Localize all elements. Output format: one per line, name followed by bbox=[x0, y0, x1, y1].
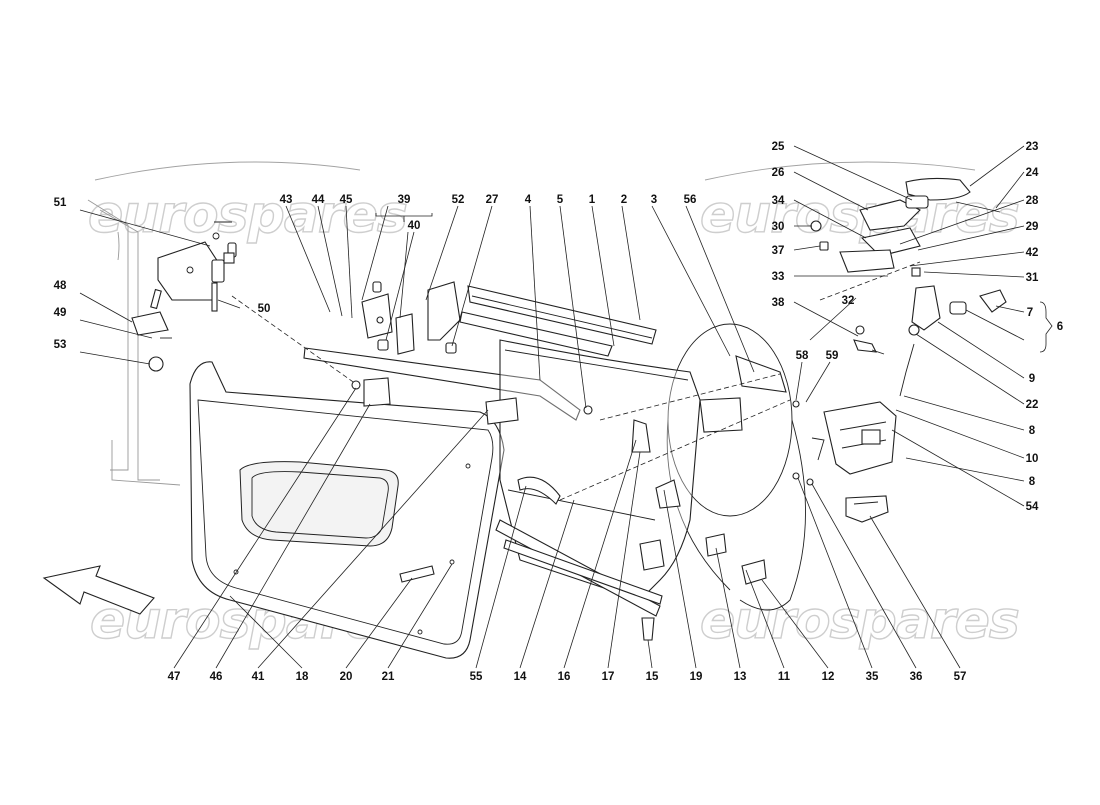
callout-9: 9 bbox=[1029, 373, 1035, 385]
callout-50: 50 bbox=[258, 303, 271, 315]
check-strap bbox=[361, 281, 461, 355]
callout-47: 47 bbox=[168, 671, 181, 683]
door-striker bbox=[845, 495, 889, 523]
callout-19: 19 bbox=[690, 671, 703, 683]
callout-39: 39 bbox=[398, 194, 411, 206]
callout-labels: 51 43 44 45 39 40 52 27 4 5 1 2 3 56 25 … bbox=[54, 141, 1064, 683]
callout-11: 11 bbox=[778, 671, 791, 683]
watermark-text: eurospares bbox=[700, 591, 1019, 651]
callout-8: 8 bbox=[1029, 476, 1036, 488]
door-inner-frame bbox=[495, 339, 701, 617]
lower-hinge bbox=[131, 288, 172, 372]
callout-41: 41 bbox=[252, 671, 265, 683]
callout-33: 33 bbox=[772, 271, 785, 283]
callout-51: 51 bbox=[54, 197, 67, 209]
callout-1: 1 bbox=[589, 194, 596, 206]
callout-28: 28 bbox=[1026, 195, 1039, 207]
callout-5: 5 bbox=[557, 194, 564, 206]
callout-53: 53 bbox=[54, 339, 67, 351]
callout-10: 10 bbox=[1026, 453, 1039, 465]
callout-23: 23 bbox=[1026, 141, 1039, 153]
callout-37: 37 bbox=[772, 245, 785, 257]
callout-48: 48 bbox=[54, 280, 67, 292]
window-channel bbox=[303, 285, 657, 421]
callout-34: 34 bbox=[772, 195, 785, 207]
small-fasteners bbox=[351, 325, 885, 641]
callout-27: 27 bbox=[486, 194, 499, 206]
callout-20: 20 bbox=[340, 671, 353, 683]
callout-29: 29 bbox=[1026, 221, 1039, 233]
callout-2: 2 bbox=[621, 194, 627, 206]
callout-25: 25 bbox=[772, 141, 785, 153]
callout-35: 35 bbox=[866, 671, 879, 683]
callout-30: 30 bbox=[772, 221, 785, 233]
callout-14: 14 bbox=[514, 671, 527, 683]
callout-38: 38 bbox=[772, 297, 785, 309]
callout-22: 22 bbox=[1026, 399, 1039, 411]
window-regulator bbox=[666, 323, 806, 611]
callout-46: 46 bbox=[210, 671, 223, 683]
callout-36: 36 bbox=[910, 671, 923, 683]
callout-59: 59 bbox=[826, 350, 839, 362]
callout-8: 8 bbox=[1029, 425, 1036, 437]
outer-handle-group bbox=[810, 177, 1001, 277]
callout-49: 49 bbox=[54, 307, 67, 319]
callout-57: 57 bbox=[954, 671, 967, 683]
callout-52: 52 bbox=[452, 194, 465, 206]
callout-54: 54 bbox=[1026, 501, 1039, 513]
callout-24: 24 bbox=[1026, 167, 1039, 179]
callout-58: 58 bbox=[796, 350, 809, 362]
callout-17: 17 bbox=[602, 671, 615, 683]
watermark-swoosh bbox=[94, 161, 361, 181]
callout-45: 45 bbox=[340, 194, 353, 206]
callout-13: 13 bbox=[734, 671, 747, 683]
door-trim-panel bbox=[189, 361, 505, 659]
callout-43: 43 bbox=[280, 194, 293, 206]
callout-21: 21 bbox=[382, 671, 395, 683]
callout-42: 42 bbox=[1026, 247, 1039, 259]
callout-7: 7 bbox=[1027, 307, 1033, 319]
callout-31: 31 bbox=[1026, 272, 1039, 284]
callout-6: 6 bbox=[1057, 321, 1063, 333]
callout-56: 56 bbox=[684, 194, 697, 206]
upper-hinge bbox=[157, 221, 237, 312]
callout-12: 12 bbox=[822, 671, 835, 683]
callout-18: 18 bbox=[296, 671, 309, 683]
watermark-text: eurospares bbox=[700, 185, 1019, 245]
watermark-swoosh bbox=[704, 161, 976, 181]
callout-3: 3 bbox=[651, 194, 657, 206]
leader-lines bbox=[79, 145, 1053, 669]
callout-55: 55 bbox=[470, 671, 483, 683]
callout-44: 44 bbox=[312, 194, 325, 206]
callout-32: 32 bbox=[842, 295, 855, 307]
callout-15: 15 bbox=[646, 671, 659, 683]
direction-arrow bbox=[42, 565, 155, 615]
callout-26: 26 bbox=[772, 167, 785, 179]
callout-40: 40 bbox=[408, 220, 421, 232]
watermark-text: eurospares bbox=[88, 185, 407, 245]
callout-4: 4 bbox=[525, 194, 532, 206]
lock-barrel bbox=[899, 285, 1007, 397]
door-latch bbox=[811, 401, 897, 475]
callout-16: 16 bbox=[558, 671, 571, 683]
